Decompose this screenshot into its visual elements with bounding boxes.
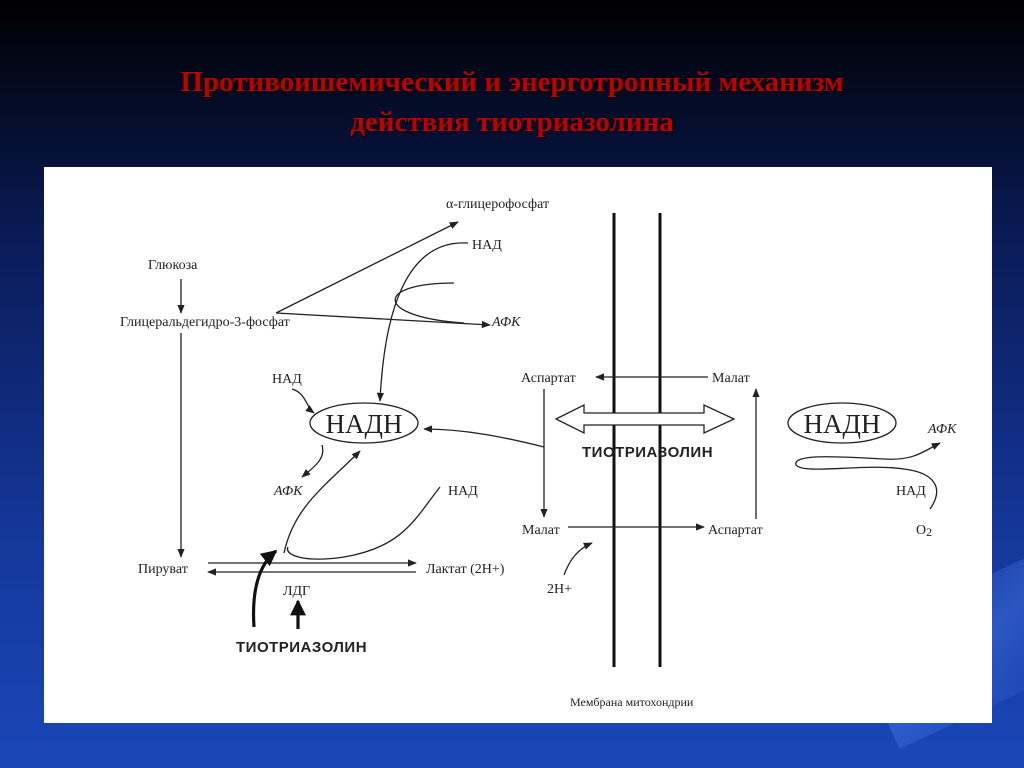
arrow-thiotriazoline-to-pyruvate: [251, 549, 278, 628]
arrow-proton: [563, 542, 593, 576]
label-aspartate-top: Аспартат: [521, 371, 576, 386]
label-glucose: Глюкоза: [148, 258, 198, 273]
label-ldh: ЛДГ: [283, 584, 310, 599]
title-line-1: Противоишемический и энерготропный механ…: [180, 66, 844, 98]
nadh-left-ellipse: [309, 402, 419, 444]
label-afk-right: АФК: [927, 422, 957, 437]
label-lactate: Лактат (2Н+): [426, 562, 505, 577]
nadh-right-ellipse: [787, 402, 897, 444]
label-aspartate-bottom: Аспартат: [708, 523, 763, 538]
arrow-nadh-to-afk-left: [301, 444, 324, 478]
arrow-shuttle-to-nadh-left: [423, 425, 545, 448]
label-glycerophosphate: α-глицерофосфат: [446, 197, 549, 212]
arrow-g3p-to-afk: [275, 312, 491, 329]
label-g3p: Глицеральдегидро-3-фосфат: [120, 315, 290, 330]
label-pyruvate: Пируват: [138, 562, 188, 577]
label-malate-top: Малат: [712, 371, 750, 386]
label-nad-mid: НАД: [448, 484, 478, 499]
label-proton: 2Н+: [547, 582, 572, 597]
title-line-2: действия тиотриазолина: [350, 106, 674, 138]
arrow-g3p-to-glycerophosphate: [275, 221, 459, 314]
arrow-pyruvate-to-nadh: [283, 450, 361, 554]
label-thiotriazoline-center: ТИОТРИАЗОЛИН: [582, 444, 713, 461]
slide-title: Противоишемический и энерготропный механ…: [0, 62, 1024, 142]
label-nad-left: НАД: [272, 372, 302, 387]
diagram-panel: α-глицерофосфат НАД Глюкоза Глицеральдег…: [44, 167, 992, 723]
label-nad-right: НАД: [896, 484, 926, 499]
label-nadh-right: НАДН: [804, 409, 881, 439]
curve-nad-mid-to-ldh: [286, 486, 441, 560]
label-malate-bottom: Малат: [522, 523, 560, 538]
arrow-nad-top-to-nadh: [376, 242, 469, 402]
double-arrow-thiotriazoline: [554, 403, 736, 435]
arrow-o2-to-afk-right: [795, 442, 941, 510]
pathway-diagram: α-глицерофосфат НАД Глюкоза Глицеральдег…: [120, 197, 957, 709]
label-nadh-left: НАДН: [326, 409, 403, 439]
arrow-nad-left-to-nadh: [291, 388, 315, 414]
label-thiotriazoline-bottom: ТИОТРИАЗОЛИН: [236, 639, 367, 656]
label-membrane: Мембрана митохондрии: [570, 695, 694, 709]
label-o2: О2: [916, 523, 932, 539]
label-afk-left: АФК: [273, 484, 303, 499]
label-nad-top: НАД: [472, 238, 502, 253]
label-afk-top: АФК: [491, 315, 521, 330]
curve-nad-afk: [394, 282, 465, 324]
